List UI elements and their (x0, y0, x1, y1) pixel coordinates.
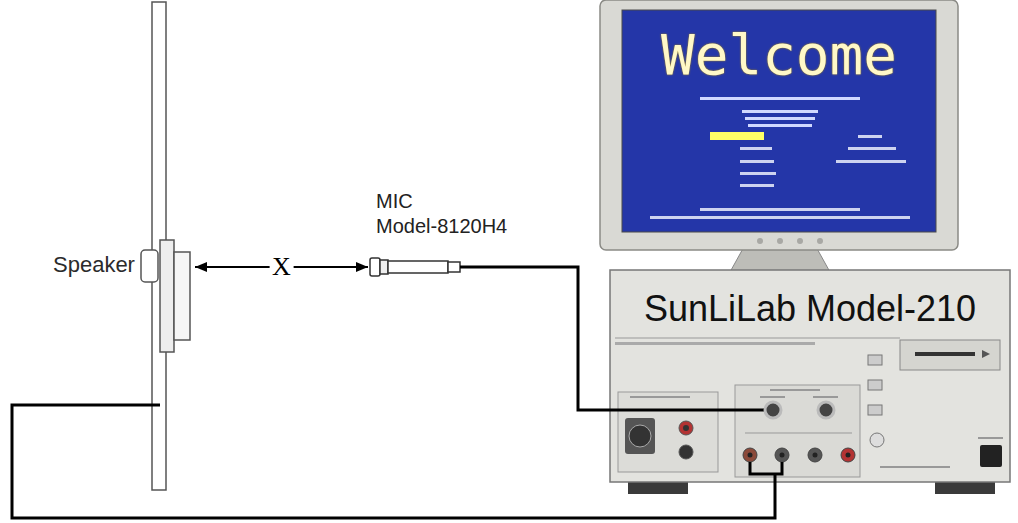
device-face (610, 270, 1010, 482)
panel-print-line (615, 342, 815, 345)
binding-post (679, 421, 693, 435)
panel-button (868, 380, 882, 390)
monitor-button (777, 238, 783, 244)
part-label: MIC (376, 190, 413, 213)
menu-item-line (836, 160, 906, 163)
screen-text-line (748, 124, 812, 127)
mic-tail (448, 262, 460, 272)
screen-text-line (745, 117, 815, 120)
output-jack (808, 448, 822, 462)
device-name: SunLiLab Model-210 (644, 288, 976, 329)
disk-slot (915, 352, 975, 356)
speaker-cable (12, 405, 775, 518)
microphone: MICModel-8120H4 (368, 188, 533, 280)
panel-button (870, 433, 884, 447)
screen-text-line (700, 97, 860, 100)
panel-print-line (978, 437, 1003, 439)
monitor-screen (622, 10, 936, 232)
menu-item-line (858, 135, 882, 138)
output-jack (748, 453, 753, 458)
monitor-bezel (600, 0, 958, 250)
output-jack (846, 453, 851, 458)
output-panel (618, 392, 718, 472)
monitor-button (817, 238, 823, 244)
panel-print-line (880, 466, 950, 468)
speaker-basket (160, 240, 174, 352)
output-jack (813, 453, 818, 458)
mic-input-socket (818, 402, 834, 418)
panel-print-line (813, 396, 838, 398)
input-panel (735, 385, 860, 477)
mic-cable (610, 409, 765, 412)
screen-title: Welcome (661, 24, 897, 86)
speaker-front (174, 252, 190, 340)
mic-cable (460, 266, 533, 269)
menu-item-line (740, 172, 776, 175)
screen-text-line (700, 208, 860, 211)
panel-print-line (760, 396, 785, 398)
screen-text-line (742, 110, 818, 113)
monitor-button (797, 238, 803, 244)
disk-eject-mark (982, 350, 990, 358)
panel-rule (745, 433, 852, 434)
jumper-bracket (750, 462, 782, 474)
menu-item-line (740, 184, 774, 187)
output-jack (841, 448, 855, 462)
mic-input-socket (765, 402, 781, 418)
part-label: Speaker (53, 252, 135, 277)
dimension-label: X (269, 253, 294, 282)
mic-head (370, 258, 380, 276)
speaker-cable (50, 404, 160, 407)
menu-item-line (740, 160, 774, 163)
panel-print-line (630, 396, 690, 398)
speaker-cable (774, 474, 777, 482)
panel-print-line (770, 389, 820, 391)
screen-text-line (650, 216, 910, 219)
speaker-magnet (141, 250, 158, 282)
monitor-screen: Welcome (622, 10, 936, 232)
speaker-unit: Speaker (50, 0, 195, 492)
disk-drive (900, 340, 1000, 370)
mic-ring (380, 260, 388, 274)
binding-post (679, 445, 693, 459)
menu-highlight (710, 132, 764, 140)
xlr-socket (629, 425, 651, 447)
analyser-unit: SunLiLab Model-210 (610, 270, 1010, 482)
xlr-socket (625, 418, 655, 454)
menu-item-line (848, 147, 896, 150)
mic-body (388, 261, 448, 273)
output-jack (780, 453, 785, 458)
menu-item-line (740, 147, 772, 150)
panel-rule (615, 338, 900, 339)
panel-button (868, 355, 882, 365)
mic-cable (533, 267, 610, 410)
binding-post (683, 425, 689, 431)
monitor-button (757, 238, 763, 244)
panel-button (868, 405, 882, 415)
output-jack (775, 448, 789, 462)
model-number: Model-8120H4 (376, 215, 507, 238)
output-jack (743, 448, 757, 462)
power-switch (980, 445, 1002, 467)
